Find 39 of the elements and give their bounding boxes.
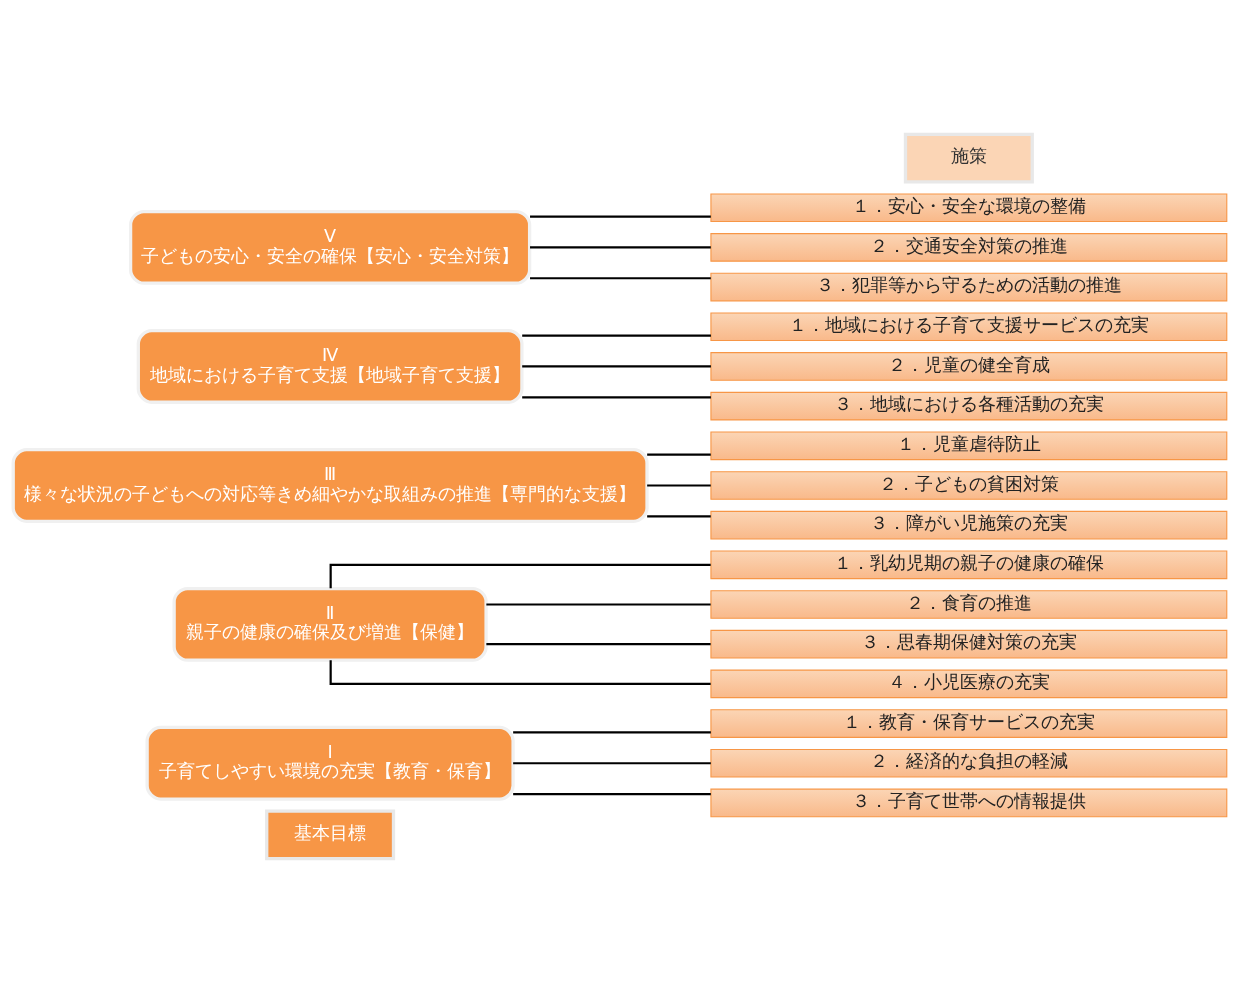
node-box: ２．児童の健全育成: [710, 351, 1228, 381]
node-box: 基本目標: [265, 809, 396, 860]
connector: [486, 602, 711, 606]
node-box: ４．小児医療の充実: [710, 669, 1228, 698]
node-box: ３．犯罪等から守るための活動の推進: [710, 272, 1228, 301]
node-box: １．乳幼児期の親子の健康の確保: [710, 550, 1228, 579]
node-box: １．安心・安全な環境の整備: [710, 192, 1228, 222]
connector: [647, 453, 711, 456]
node-box: 施策: [903, 132, 1034, 183]
connector: [329, 563, 711, 588]
connector: [530, 214, 711, 218]
connector: [522, 333, 711, 337]
connector: [647, 514, 711, 517]
connector: [513, 792, 711, 795]
node-box: ２．経済的な負担の軽減: [710, 748, 1228, 778]
connector: [513, 761, 711, 764]
node-box: ２．交通安全対策の推進: [710, 232, 1228, 262]
node-box: ２．子どもの貧困対策: [710, 470, 1228, 500]
connector: [530, 276, 711, 279]
connector: [530, 245, 711, 248]
node-box: １．児童虐待防止: [710, 430, 1228, 460]
node-box: Ⅴ 子どもの安心・安全の確保【安心・安全対策】: [128, 209, 532, 285]
connector: [486, 642, 711, 645]
connector: [522, 395, 711, 398]
connector: [329, 659, 711, 685]
connector: [647, 483, 711, 487]
node-box: Ⅰ 子育てしやすい環境の充実【教育・保育】: [145, 725, 515, 801]
node-box: ２．食育の推進: [710, 589, 1228, 619]
node-box: １．地域における子育て支援サービスの充実: [710, 311, 1228, 341]
node-box: Ⅱ 親子の健康の確保及び増進【保健】: [172, 586, 488, 662]
node-box: ３．思春期保健対策の充実: [710, 629, 1228, 659]
node-box: Ⅳ 地域における子育て支援【地域子育て支援】: [136, 328, 524, 404]
node-box: ３．障がい児施策の充実: [710, 510, 1228, 539]
node-box: Ⅲ 様々な状況の子どもへの対応等きめ細やかな取組みの推進【専門的な支援】: [11, 447, 649, 523]
node-box: １．教育・保育サービスの充実: [710, 708, 1228, 738]
node-box: ３．地域における各種活動の充実: [710, 391, 1228, 420]
connector: [522, 364, 711, 368]
node-box: ３．子育て世帯への情報提供: [710, 788, 1228, 817]
connector: [513, 730, 711, 733]
